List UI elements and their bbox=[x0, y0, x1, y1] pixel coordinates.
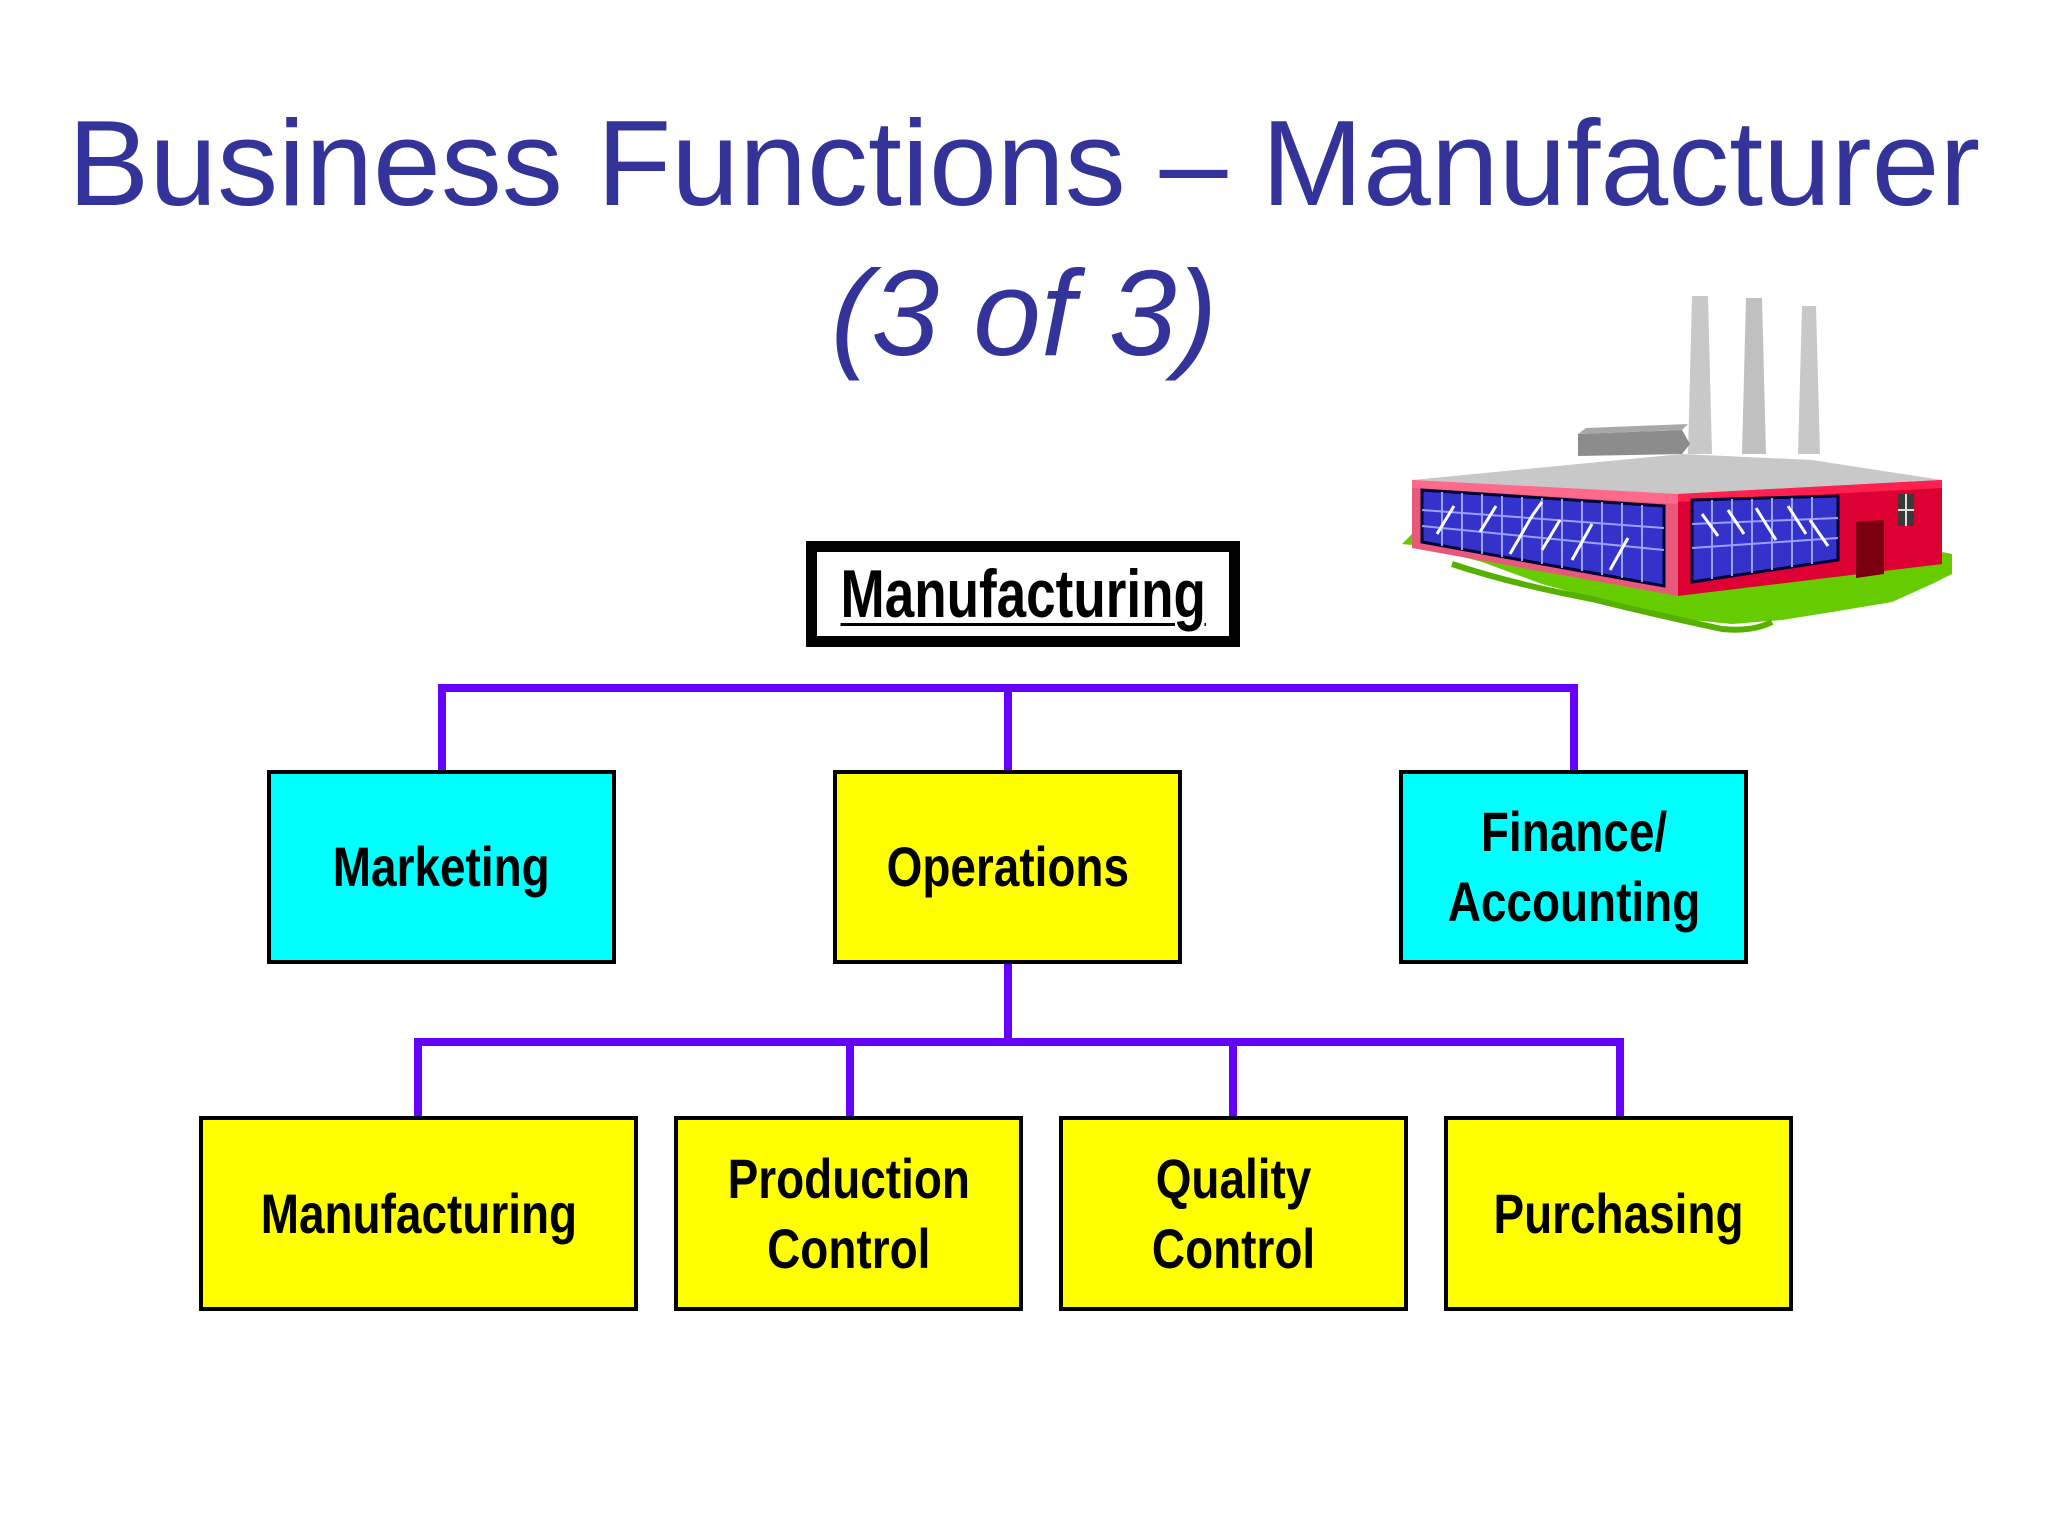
factory-icon bbox=[1402, 296, 1952, 633]
node-label-line1: Marketing bbox=[333, 835, 550, 898]
org-node-production-control: Production Control bbox=[674, 1116, 1023, 1311]
org-node-finance-accounting: Finance/ Accounting bbox=[1399, 770, 1748, 964]
node-label-line1: Purchasing bbox=[1493, 1181, 1744, 1245]
org-node-marketing: Marketing bbox=[267, 770, 616, 964]
node-label-line1: Finance/ bbox=[1480, 800, 1667, 863]
org-node-quality-control: Quality Control bbox=[1059, 1116, 1408, 1311]
org-node-purchasing: Purchasing bbox=[1444, 1116, 1793, 1311]
org-root-manufacturing: Manufacturing bbox=[806, 541, 1240, 647]
slide-subtitle: (3 of 3) bbox=[830, 245, 1218, 381]
node-label-line1: Manufacturing bbox=[260, 1181, 577, 1245]
slide-title: Business Functions – Manufacturer bbox=[67, 95, 1981, 231]
org-node-manufacturing: Manufacturing bbox=[199, 1116, 638, 1311]
node-label-line2: Accounting bbox=[1447, 870, 1700, 933]
node-label-line2: Control bbox=[1151, 1216, 1316, 1280]
org-root-label: Manufacturing bbox=[840, 556, 1206, 632]
node-label-line1: Quality bbox=[1155, 1146, 1312, 1210]
node-label-line2: Control bbox=[766, 1216, 931, 1280]
node-label-line1: Operations bbox=[886, 835, 1129, 898]
node-label-line1: Production bbox=[727, 1146, 970, 1210]
org-node-operations: Operations bbox=[833, 770, 1182, 964]
